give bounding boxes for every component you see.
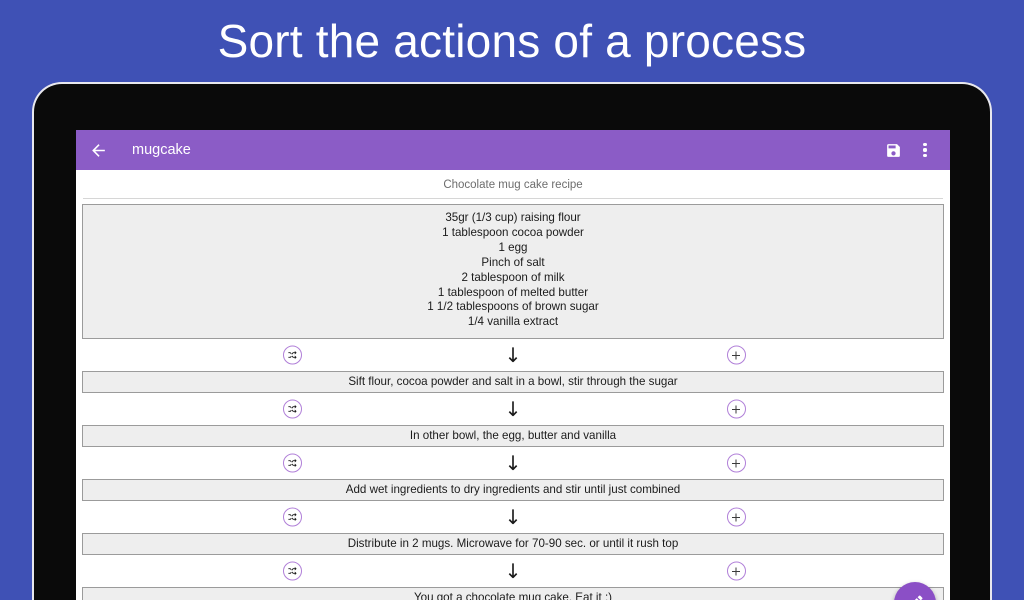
more-vertical-icon[interactable] bbox=[911, 136, 939, 164]
plus-icon[interactable] bbox=[726, 399, 746, 419]
ingredient-item: 1 egg bbox=[498, 240, 528, 254]
promo-banner: Sort the actions of a process bbox=[0, 0, 1024, 82]
ingredient-item: 1 tablespoon of melted butter bbox=[437, 285, 589, 299]
ingredient-item: 1 tablespoon cocoa powder bbox=[442, 225, 584, 239]
swap-shuffle-icon[interactable] bbox=[282, 345, 302, 365]
ingredient-item: 2 tablespoon of milk bbox=[461, 270, 565, 284]
edit-fab-button[interactable] bbox=[894, 582, 936, 600]
connector-row: ↓ bbox=[82, 447, 944, 479]
device-screen: mugcake Chocolate mug cake recipe 35gr (… bbox=[76, 130, 950, 600]
recipe-content: Chocolate mug cake recipe 35gr (1/3 cup)… bbox=[76, 170, 950, 600]
plus-icon[interactable] bbox=[726, 453, 746, 473]
down-arrow-icon: ↓ bbox=[504, 451, 522, 476]
ingredients-panel[interactable]: 35gr (1/3 cup) raising flour 1 tablespoo… bbox=[82, 204, 944, 340]
ingredient-item: 1 1/2 tablespoons of brown sugar bbox=[427, 300, 599, 314]
save-floppy-icon[interactable] bbox=[879, 136, 907, 164]
tablet-device-frame: mugcake Chocolate mug cake recipe 35gr (… bbox=[32, 82, 992, 600]
step-panel[interactable]: Add wet ingredients to dry ingredients a… bbox=[82, 479, 944, 502]
connector-row: ↓ bbox=[82, 339, 944, 371]
plus-icon[interactable] bbox=[726, 561, 746, 581]
overflow-dots bbox=[923, 142, 927, 158]
swap-shuffle-icon[interactable] bbox=[282, 399, 302, 419]
down-arrow-icon: ↓ bbox=[504, 559, 522, 584]
step-panel[interactable]: Sift flour, cocoa powder and salt in a b… bbox=[82, 371, 944, 394]
swap-shuffle-icon[interactable] bbox=[282, 453, 302, 473]
heading-divider bbox=[83, 198, 943, 199]
swap-shuffle-icon[interactable] bbox=[282, 561, 302, 581]
back-arrow-icon[interactable] bbox=[85, 137, 111, 163]
down-arrow-icon: ↓ bbox=[504, 505, 522, 530]
step-panel[interactable]: Distribute in 2 mugs. Microwave for 70-9… bbox=[82, 533, 944, 556]
connector-row: ↓ bbox=[82, 501, 944, 533]
ingredient-item: 1/4 vanilla extract bbox=[467, 315, 559, 329]
connector-row: ↓ bbox=[82, 555, 944, 587]
connector-row: ↓ bbox=[82, 393, 944, 425]
app-toolbar: mugcake bbox=[76, 130, 950, 170]
ingredient-item: 35gr (1/3 cup) raising flour bbox=[445, 211, 581, 224]
pencil-edit-icon bbox=[914, 595, 923, 600]
step-panel[interactable]: In other bowl, the egg, butter and vanil… bbox=[82, 425, 944, 448]
promo-title: Sort the actions of a process bbox=[217, 15, 807, 67]
recipe-heading: Chocolate mug cake recipe bbox=[443, 179, 583, 191]
down-arrow-icon: ↓ bbox=[504, 397, 522, 422]
swap-shuffle-icon[interactable] bbox=[282, 507, 302, 527]
down-arrow-icon: ↓ bbox=[504, 343, 522, 368]
plus-icon[interactable] bbox=[726, 345, 746, 365]
ingredient-item: Pinch of salt bbox=[481, 255, 545, 269]
plus-icon[interactable] bbox=[726, 507, 746, 527]
step-panel[interactable]: You got a chocolate mug cake. Eat it :) bbox=[82, 587, 944, 600]
app-title: mugcake bbox=[132, 142, 191, 158]
